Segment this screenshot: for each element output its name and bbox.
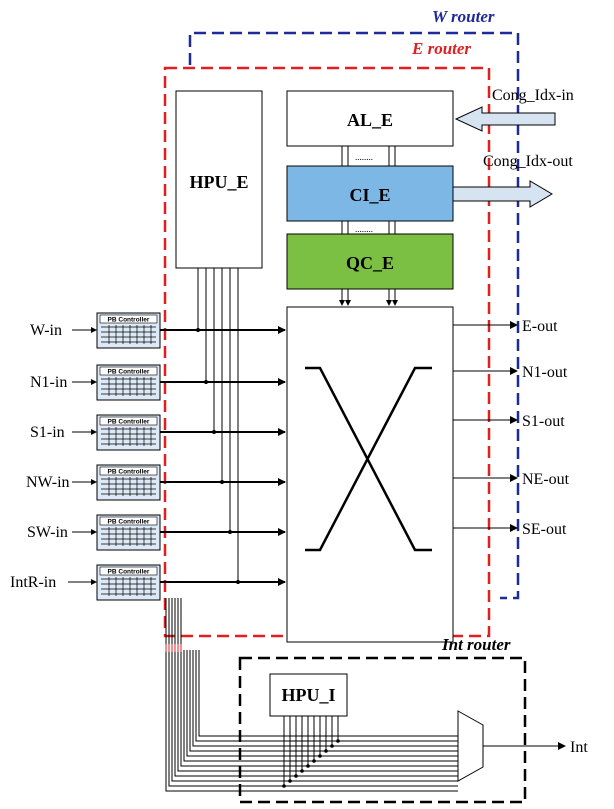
- int-router-border: [238, 656, 527, 804]
- pb-controller: PB Controller: [96, 414, 161, 451]
- w-router-border: [188, 31, 520, 600]
- e-router-label: E router: [411, 39, 471, 58]
- pb-controller: PB Controller: [96, 514, 161, 551]
- qc-crossbar-arrows: [339, 289, 398, 306]
- input-rows: W-in PB Controller N1-in PB Controller S…: [10, 312, 286, 601]
- al-e-block: [286, 90, 454, 147]
- int-bus-red-stubs: [165, 644, 182, 652]
- w-router-label: W router: [432, 7, 495, 26]
- multiplexer: [457, 710, 484, 782]
- hpu-i-block: [269, 673, 348, 717]
- pb-controller-label: PB Controller: [108, 419, 150, 426]
- int-output-label: Int: [570, 739, 588, 756]
- input-row-nw: NW-in PB Controller: [26, 464, 286, 501]
- crossbar: [286, 306, 454, 643]
- output-label: NE-out: [522, 471, 570, 488]
- al-ci-connectors: [341, 146, 396, 166]
- input-label: N1-in: [30, 374, 67, 391]
- pb-controller: PB Controller: [96, 464, 161, 501]
- cong-idx-in-label: Cong_Idx-in: [492, 87, 574, 104]
- input-label: NW-in: [26, 474, 70, 491]
- hpu-e-label: HPU_E: [189, 172, 248, 192]
- hpu-i-fanout: [283, 716, 339, 786]
- pb-controller-label: PB Controller: [108, 317, 150, 324]
- input-row-s1: S1-in PB Controller: [30, 414, 286, 451]
- pb-controller-label: PB Controller: [108, 369, 150, 376]
- input-row-sw: SW-in PB Controller: [27, 514, 286, 551]
- qc-e-label: QC_E: [346, 253, 394, 273]
- qc-e-block: [286, 233, 454, 290]
- hpu-e-bus-lines: [197, 268, 239, 582]
- int-router-label: Int router: [441, 635, 511, 654]
- ci-e-block: [286, 165, 454, 222]
- cong-idx-out-arrow: [452, 180, 553, 208]
- input-row-w: W-in PB Controller: [30, 312, 286, 349]
- ci-e-label: CI_E: [349, 185, 390, 205]
- pb-controller-label: PB Controller: [108, 569, 150, 576]
- al-ci-dots: ........: [355, 152, 373, 162]
- crossbar-path-b: [305, 366, 432, 552]
- input-label: W-in: [30, 322, 62, 339]
- al-e-label: AL_E: [347, 110, 393, 130]
- input-row-n1: N1-in PB Controller: [30, 364, 286, 401]
- input-label: IntR-in: [10, 574, 56, 591]
- hpu-i-label: HPU_I: [282, 685, 336, 705]
- output-label: E-out: [522, 318, 558, 335]
- pb-int-links: [165, 598, 182, 644]
- pb-controller: PB Controller: [96, 564, 161, 601]
- pb-controller: PB Controller: [96, 364, 161, 401]
- hpu-i-fanout-junctions: [282, 739, 340, 788]
- ci-qc-connectors: [341, 221, 396, 234]
- cong-idx-in-arrow: [454, 106, 556, 132]
- int-bus-lines: [165, 650, 458, 792]
- output-label: SE-out: [522, 521, 567, 538]
- pb-controller-label: PB Controller: [108, 469, 150, 476]
- pb-controller-label: PB Controller: [108, 519, 150, 526]
- pb-controller: PB Controller: [96, 312, 161, 349]
- hpu-e-bus-junctions: [196, 328, 240, 584]
- cong-idx-out-label: Cong_Idx-out: [483, 153, 573, 170]
- output-label: N1-out: [522, 364, 568, 381]
- ci-qc-dots: ........: [355, 224, 373, 234]
- output-label: S1-out: [522, 413, 565, 430]
- input-label: S1-in: [30, 424, 65, 441]
- hpu-e-block: [175, 90, 263, 269]
- output-rows: E-out N1-out S1-out NE-out SE-out: [453, 318, 570, 538]
- input-label: SW-in: [27, 524, 68, 541]
- input-row-intr: IntR-in PB Controller: [10, 564, 286, 601]
